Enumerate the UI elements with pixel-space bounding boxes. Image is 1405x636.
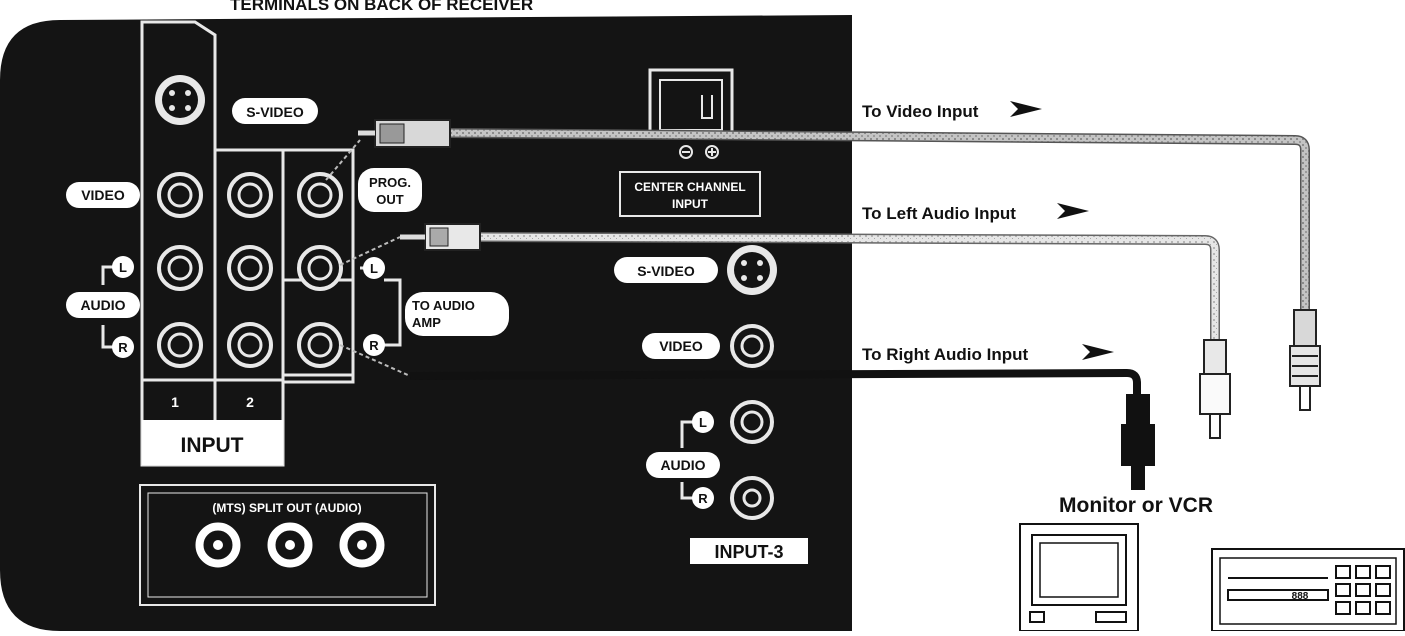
center-channel-jack xyxy=(648,68,734,159)
svg-text:L: L xyxy=(119,260,127,275)
to-right-audio-input-arrow xyxy=(1082,344,1114,360)
input-label-bar xyxy=(142,420,283,465)
svg-text:R: R xyxy=(118,340,128,355)
header-title: TERMINALS ON BACK OF RECEIVER xyxy=(230,0,533,14)
s-video-label: S-VIDEO xyxy=(246,104,304,120)
input3-label-box xyxy=(690,538,808,564)
to-video-input-arrow xyxy=(1010,101,1042,117)
svg-text:L: L xyxy=(370,261,378,276)
input3-video-pill xyxy=(642,333,720,359)
to-right-audio-input-label: To Right Audio Input xyxy=(862,345,1029,364)
input3-audio-jacks xyxy=(730,400,774,520)
center-channel-line2: INPUT xyxy=(672,197,709,211)
left-badge-amp: L xyxy=(363,257,385,279)
svg-text:R: R xyxy=(369,338,379,353)
monitor-icon xyxy=(1019,523,1139,632)
left-badge-1: L xyxy=(112,256,134,278)
audio-label: AUDIO xyxy=(80,297,125,313)
input3-audio-pill xyxy=(646,452,720,478)
rca-jack-grid xyxy=(157,172,343,368)
devices-title: Monitor or VCR xyxy=(1059,494,1213,517)
right-audio-cable xyxy=(339,344,1155,490)
right-badge-1: R xyxy=(112,336,134,358)
prog-out-line2: OUT xyxy=(376,192,404,207)
input3-label: INPUT-3 xyxy=(714,542,783,562)
center-channel-line1: CENTER CHANNEL xyxy=(634,180,745,194)
video-label: VIDEO xyxy=(81,187,125,203)
input-label: INPUT xyxy=(181,434,244,457)
input3-video-label: VIDEO xyxy=(659,338,703,354)
svg-text:L: L xyxy=(699,415,707,430)
s-video-jack-1 xyxy=(155,75,205,125)
left-audio-cable xyxy=(339,223,1231,439)
center-channel-label-box xyxy=(619,171,761,217)
input3-video-jack xyxy=(730,324,774,368)
video-cable xyxy=(325,119,1321,411)
left-badge-3: L xyxy=(692,411,714,433)
to-left-audio-input-label: To Left Audio Input xyxy=(862,204,1016,223)
s-video-pill xyxy=(232,98,318,124)
to-video-input-label: To Video Input xyxy=(862,102,979,121)
svg-text:R: R xyxy=(698,491,708,506)
input3-audio-label: AUDIO xyxy=(660,457,705,473)
input-col-2: 2 xyxy=(246,394,254,410)
right-badge-3: R xyxy=(692,487,714,509)
audio-pill xyxy=(66,292,140,318)
input3-s-video-pill xyxy=(614,257,718,283)
vcr-icon xyxy=(1211,548,1405,632)
video-pill xyxy=(66,182,140,208)
split-out-inner xyxy=(147,492,428,598)
to-audio-amp-line2: AMP xyxy=(412,315,441,330)
input3-s-video-label: S-VIDEO xyxy=(637,263,695,279)
to-left-audio-input-arrow xyxy=(1057,203,1089,219)
vcr-display: 888 xyxy=(1292,591,1309,602)
s-video-jack-3 xyxy=(727,245,777,295)
prog-out-line1: PROG. xyxy=(369,175,411,190)
prog-out-pill xyxy=(358,168,422,212)
to-audio-amp-line1: TO AUDIO xyxy=(412,298,475,313)
split-out-label: (MTS) SPLIT OUT (AUDIO) xyxy=(212,501,361,515)
input-col-1: 1 xyxy=(171,394,179,410)
right-badge-amp: R xyxy=(363,334,385,356)
to-audio-amp-pill xyxy=(405,292,509,336)
